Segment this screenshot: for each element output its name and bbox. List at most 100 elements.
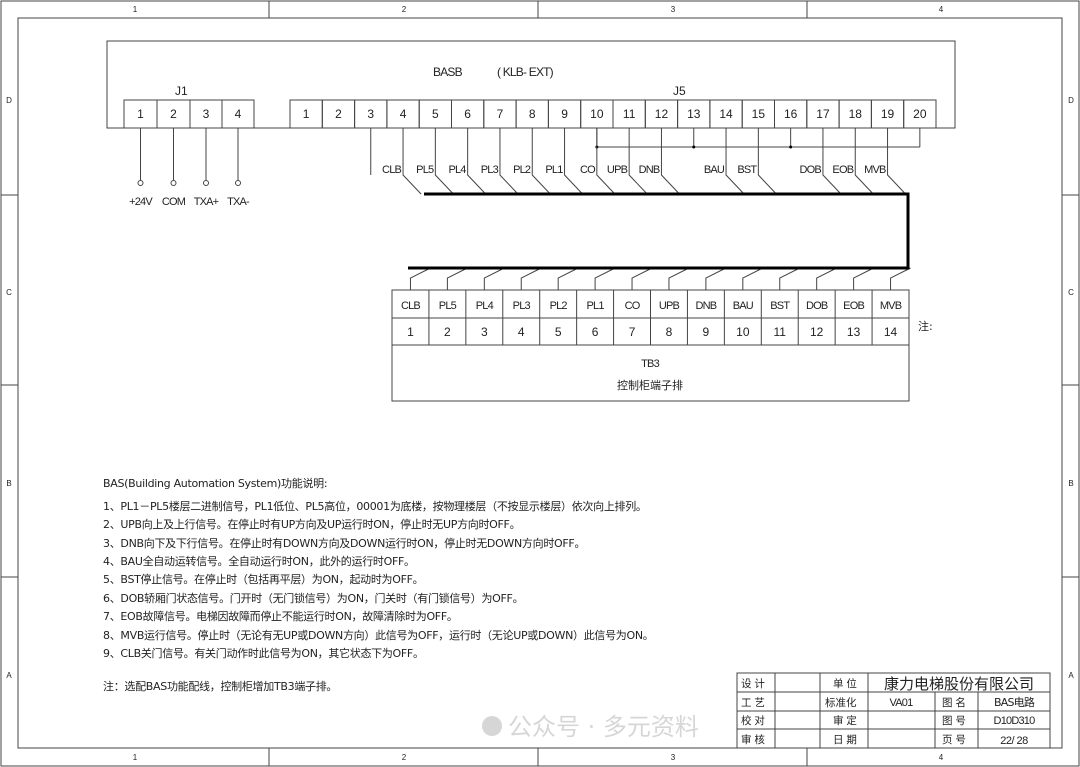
row-marker: C	[6, 288, 12, 297]
design-label: 设 计	[741, 677, 765, 690]
j5-signal-wire	[564, 128, 583, 195]
j5-signal-label: UPB	[607, 164, 628, 176]
j5-signal-wire	[628, 128, 648, 195]
review-label: 审 核	[741, 733, 765, 746]
j5-signal-wire	[725, 128, 745, 195]
j5-signal-label: PL5	[416, 164, 434, 176]
j5-pin-number: 17	[816, 107, 830, 121]
j5-pin-number: 4	[400, 107, 407, 121]
j5-pin-number: 9	[561, 107, 568, 121]
tb3-terminal-number: 11	[774, 325, 787, 339]
terminal-icon	[170, 180, 177, 186]
j5-signal-label: PL1	[545, 164, 563, 176]
column-marker: 2	[402, 5, 407, 14]
drawing-number: D10D310	[994, 715, 1036, 727]
j5-signal-wire	[596, 128, 616, 195]
j5-pin-number: 16	[784, 107, 798, 121]
proof-label: 校 对	[741, 714, 765, 727]
tb3-wire	[594, 267, 616, 290]
j5-signal-label: CO	[580, 164, 596, 176]
page-label: 页 号	[942, 734, 966, 746]
tb3-signal-label: EOB	[843, 300, 864, 312]
j5-pin-number: 3	[367, 107, 374, 121]
junction-dot	[789, 145, 793, 149]
j5-signal-wire	[822, 128, 842, 195]
tb3-wire	[520, 267, 542, 290]
j5-pin-number: 11	[623, 107, 636, 121]
drawing-name-label: 图 名	[942, 696, 966, 709]
description-item: 6、DOB轿厢门状态信号。门开时（无门锁信号）为ON，门关时（有门锁信号）为OF…	[103, 591, 523, 605]
j5-pin-number: 15	[752, 107, 766, 121]
row-marker: D	[1068, 96, 1074, 105]
tb3-terminal-number: 13	[847, 325, 861, 339]
junction-dot	[692, 145, 696, 149]
j5-pin-number: 10	[590, 107, 604, 121]
tb3-terminal-number: 9	[703, 325, 710, 339]
tb3-wire	[409, 267, 431, 290]
terminal-icon	[137, 180, 144, 186]
j5-signal-wire	[854, 128, 874, 195]
j5-signal-wire	[660, 128, 680, 195]
column-marker: 3	[671, 753, 676, 762]
j1-pin-number: 2	[170, 107, 177, 121]
j5-signal-label: MVB	[864, 164, 886, 176]
tb3-wire	[631, 267, 653, 290]
j5-pin-number: 1	[303, 107, 310, 121]
j1-label: J1	[175, 84, 188, 98]
chat-bubble-icon	[482, 716, 502, 736]
tb3-wire	[779, 267, 800, 290]
tb3-signal-label: PL3	[513, 300, 531, 312]
row-marker: A	[6, 671, 12, 680]
watermark-text: 公众号 · 多元资料	[508, 713, 699, 741]
tb3-signal-label: PL2	[550, 300, 568, 312]
j5-signal-wire	[434, 128, 454, 195]
process-label: 工 艺	[741, 697, 765, 709]
column-marker: 4	[939, 753, 944, 762]
terminal-icon	[235, 180, 241, 186]
terminal-icon	[203, 180, 209, 186]
tb3-wire	[853, 267, 874, 290]
description-note: 注：选配BAS功能配线，控制柜增加TB3端子排。	[103, 679, 337, 693]
j5-signal-wire	[499, 128, 519, 195]
tb3-terminal-block: CLB1PL52PL43PL34PL25PL16CO7UPB8DNB9BAU10…	[391, 289, 910, 402]
column-marker: 1	[133, 5, 138, 14]
description-item: 2、UPB向上及上行信号。在停止时有UP方向及UP运行时ON，停止时无UP方向时…	[103, 517, 520, 531]
tb3-terminal-number: 4	[518, 325, 525, 339]
j1-signal-label: TXA+	[194, 196, 219, 208]
description-item: 8、MVB运行信号。停止时（无论有无UP或DOWN方向）此信号为OFF，运行时（…	[103, 628, 654, 642]
j5-pin-number: 18	[849, 107, 863, 121]
tb3-terminal-number: 14	[884, 325, 898, 339]
tb3-signal-label: PL1	[587, 300, 605, 312]
tb3-wire	[816, 267, 837, 290]
tb3-terminal-number: 10	[736, 325, 750, 339]
tb3-terminal-number: 8	[666, 325, 673, 339]
j5-signal-wire	[467, 128, 487, 195]
function-description: BAS(Building Automation System)功能说明: 1、P…	[103, 476, 654, 693]
tb3-signal-label: PL5	[439, 300, 457, 312]
tb3-terminal-number: 7	[629, 325, 636, 339]
tb3-wire	[483, 267, 505, 290]
description-item: 9、CLB关门信号。有关门动作时此信号为ON，其它状态下为OFF。	[103, 646, 424, 660]
tb3-signal-label: PL4	[476, 300, 494, 312]
column-marker: 4	[939, 5, 944, 14]
tb3-wire	[557, 267, 579, 290]
drawing-name: BAS电路	[994, 696, 1035, 709]
j5-signal-label: EOB	[832, 164, 853, 176]
j5-pin-number: 8	[529, 107, 536, 121]
tb3-signal-label: BST	[770, 300, 790, 312]
j5-pin-number: 20	[913, 107, 927, 121]
j5-signal-label: PL3	[481, 164, 499, 176]
tb3-signal-label: UPB	[659, 300, 680, 312]
tb3-name: TB3	[641, 358, 659, 370]
standard-value: VA01	[890, 697, 914, 709]
j1-signal-label: TXA-	[227, 196, 250, 208]
tb3-terminal-number: 2	[444, 325, 451, 339]
page-number: 22/ 28	[1000, 735, 1028, 747]
j5-signal-label: PL4	[448, 164, 466, 176]
j5-signal-wire	[887, 128, 906, 195]
j1-pin-number: 1	[137, 107, 144, 121]
